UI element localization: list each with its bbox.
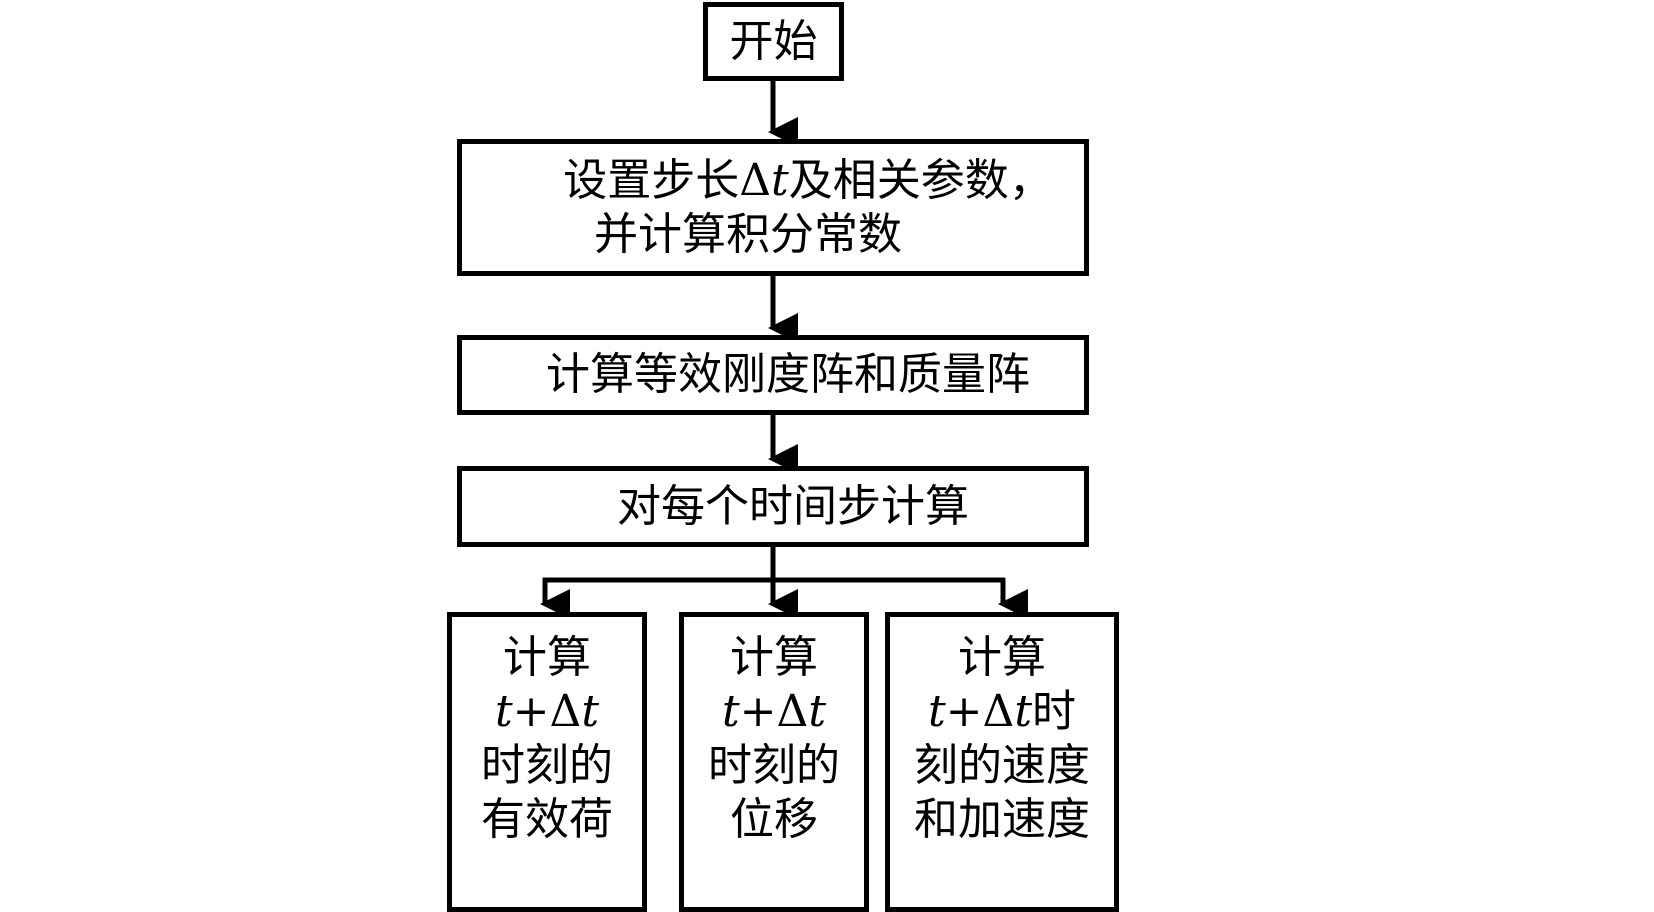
- vel-node: 计算 t+Δt时 刻的速度 和加速度: [885, 612, 1119, 912]
- matrix-label: 计算等效刚度阵和质量阵: [546, 349, 1030, 400]
- setup-line-1: 设置步长Δt及相关参数，: [563, 154, 1053, 206]
- vel-line-2: t+Δt时: [927, 686, 1077, 737]
- disp-line-1: 计算: [730, 632, 818, 683]
- loop-node: 对每个时间步计算: [457, 466, 1089, 547]
- setup-line-2: 并计算积分常数: [594, 208, 902, 260]
- vel-line-1: 计算: [958, 632, 1046, 683]
- load-line-3: 时刻的: [481, 740, 613, 791]
- load-line-4: 有效荷: [481, 794, 613, 845]
- load-node: 计算 t+Δt 时刻的 有效荷: [447, 612, 647, 912]
- disp-node: 计算 t+Δt 时刻的 位移: [679, 612, 869, 912]
- vel-line-4: 和加速度: [914, 794, 1090, 845]
- disp-line-3: 时刻的: [708, 740, 840, 791]
- vel-line-3: 刻的速度: [914, 740, 1090, 791]
- start-node: 开始: [703, 2, 844, 81]
- setup-node: 设置步长Δt及相关参数， 并计算积分常数: [457, 139, 1089, 276]
- load-line-2: t+Δt: [494, 686, 600, 737]
- disp-line-4: 位移: [730, 794, 818, 845]
- disp-line-2: t+Δt: [721, 686, 827, 737]
- start-label: 开始: [729, 15, 818, 67]
- load-line-1: 计算: [503, 632, 591, 683]
- loop-label: 对每个时间步计算: [617, 480, 969, 532]
- matrix-node: 计算等效刚度阵和质量阵: [457, 335, 1089, 415]
